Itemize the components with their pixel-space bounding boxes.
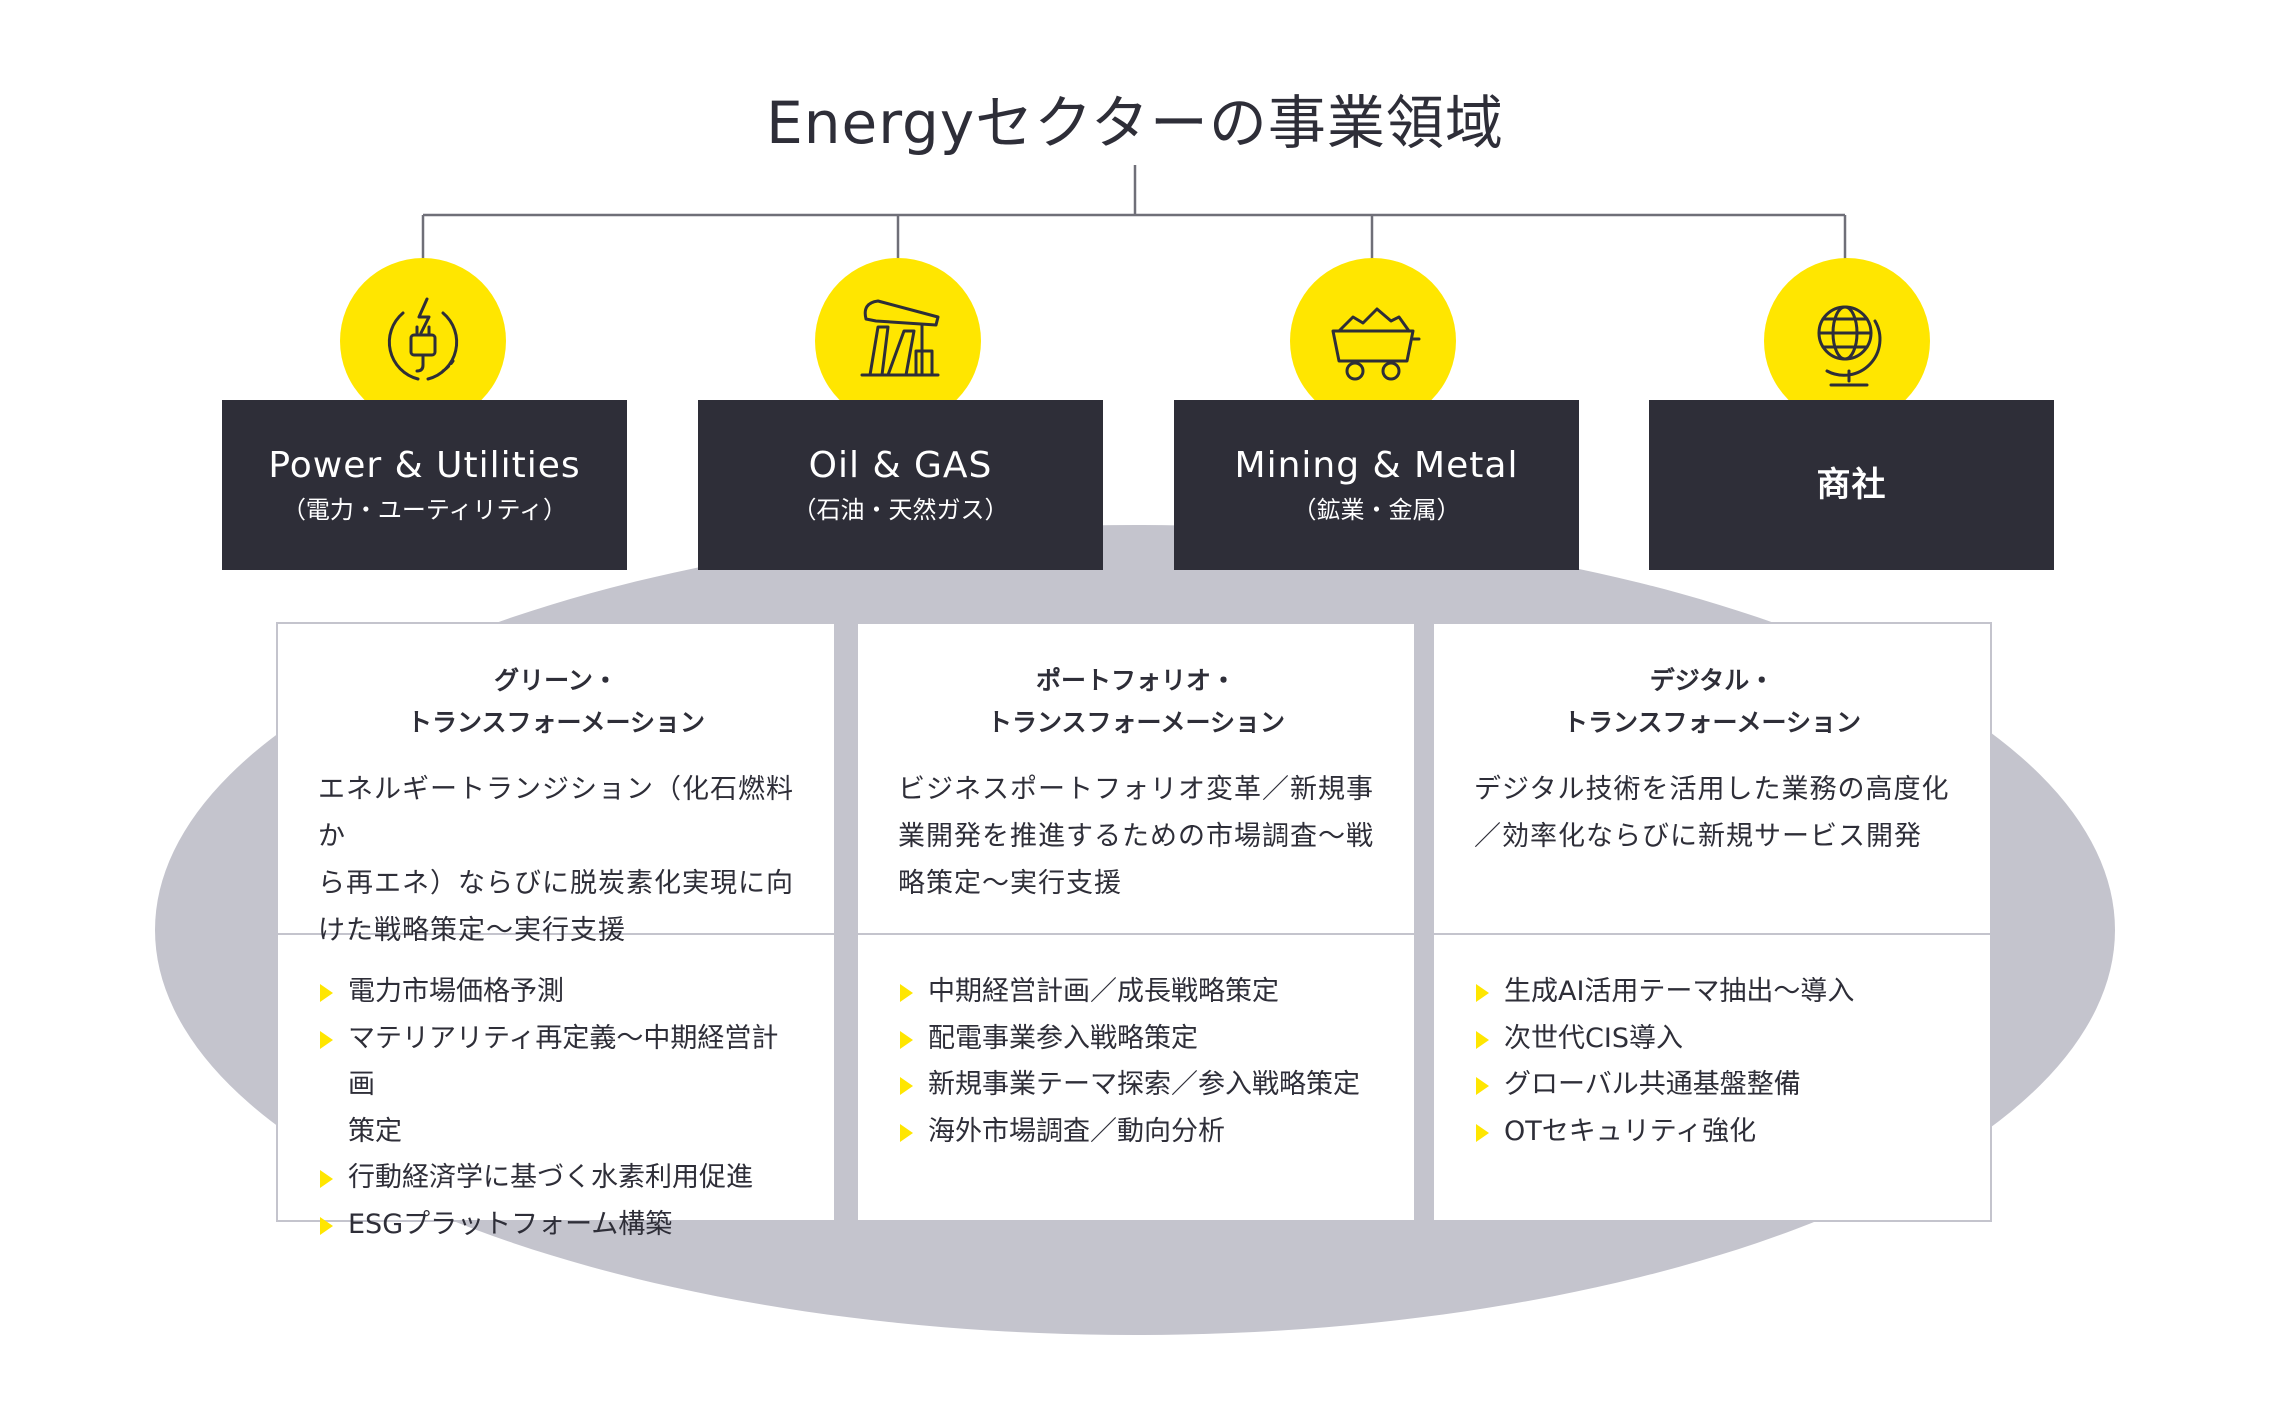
list-item: OTセキュリティ強化 [1474,1109,1950,1156]
list-item: マテリアリティ再定義～中期経営計画 [318,1016,794,1109]
bullet-triangle-icon [1476,1123,1489,1142]
list-item-text: 生成AI活用テーマ抽出～導入 [1504,976,1855,1007]
sector-subtitle: （石油・天然ガス） [792,496,1009,524]
card-item-list: 生成AI活用テーマ抽出～導入 次世代CIS導入 グローバル共通基盤整備 OTセキ… [1434,935,1990,1155]
list-item: 配電事業参入戦略策定 [898,1016,1374,1063]
bullet-triangle-icon [900,1030,913,1049]
bullet-triangle-icon [320,1030,333,1049]
description-line: ビジネスポートフォリオ変革／新規事 [898,774,1374,805]
bullet-triangle-icon [320,1170,333,1188]
card-title-line: グリーン・ [494,666,618,695]
list-item-text: 策定 [348,1115,402,1147]
sector-name: Power & Utilities [268,445,581,486]
description-line: ／効率化ならびに新規サービス開発 [1474,821,1922,852]
card-title-line: トランスフォーメーション [986,708,1285,737]
list-item-continuation: 策定 [318,1109,794,1156]
power-plug-icon [387,297,459,381]
list-item-text: マテリアリティ再定義～中期経営計画 [348,1022,779,1101]
card-title: デジタル・ トランスフォーメーション [1474,660,1950,744]
list-item: 中期経営計画／成長戦略策定 [898,969,1374,1016]
sector-trading-company: 商社 [1649,400,2054,570]
bullet-triangle-icon [900,984,913,1002]
card-digital-transformation: デジタル・ トランスフォーメーション デジタル技術を活用した業務の高度化 ／効率… [1432,622,1992,1222]
list-item-text: 海外市場調査／動向分析 [928,1115,1225,1147]
list-item-text: 配電事業参入戦略策定 [928,1022,1198,1054]
sector-icon-circle [1764,258,1930,424]
sector-subtitle: （電力・ユーティリティ） [281,496,568,524]
list-item-text: 中期経営計画／成長戦略策定 [928,976,1279,1007]
description-line: 略策定～実行支援 [898,868,1122,899]
description-line: 業開発を推進するための市場調査～戦 [898,821,1374,852]
list-item-text: OTセキュリティ強化 [1504,1115,1757,1147]
bullet-triangle-icon [320,984,333,1002]
sector-subtitle: （鉱業・金属） [1292,496,1461,524]
list-item: 海外市場調査／動向分析 [898,1109,1374,1156]
card-title: グリーン・ トランスフォーメーション [318,660,794,744]
sector-name: Mining & Metal [1234,445,1519,486]
bullet-triangle-icon [900,1077,913,1095]
list-item: 電力市場価格予測 [318,969,794,1016]
globe-icon [1817,305,1882,387]
list-item: 新規事業テーマ探索／参入戦略策定 [898,1062,1374,1109]
description-line: デジタル技術を活用した業務の高度化 [1474,774,1950,805]
list-item: グローバル共通基盤整備 [1474,1062,1950,1109]
sector-icon-circle [815,258,981,424]
bullet-triangle-icon [1476,984,1489,1002]
card-green-transformation: グリーン・ トランスフォーメーション エネルギートランジション（化石燃料か ら再… [276,622,836,1240]
card-title-line: ポートフォリオ・ [1035,666,1236,695]
oil-pump-icon [860,299,940,377]
list-item: 次世代CIS導入 [1474,1016,1950,1063]
description-line: けた戦略策定～実行支援 [318,915,626,946]
sector-name: 商社 [1816,465,1887,505]
bullet-triangle-icon [1476,1077,1489,1095]
list-item-text: 電力市場価格予測 [348,976,564,1007]
card-description: エネルギートランジション（化石燃料か ら再エネ）ならびに脱炭素化実現に向 けた戦… [318,766,794,954]
card-title-line: トランスフォーメーション [1562,708,1861,737]
bullet-triangle-icon [320,1216,333,1235]
card-description: デジタル技術を活用した業務の高度化 ／効率化ならびに新規サービス開発 [1474,766,1950,860]
description-line: ら再エネ）ならびに脱炭素化実現に向 [318,868,794,899]
list-item-text: グローバル共通基盤整備 [1504,1069,1801,1100]
sector-oil-gas: Oil & GAS （石油・天然ガス） [698,400,1103,570]
sector-icon-circle [340,258,506,424]
card-title-line: トランスフォーメーション [406,708,705,737]
list-item: 行動経済学に基づく水素利用促進 [318,1155,794,1202]
description-line: エネルギートランジション（化石燃料か [318,774,794,852]
list-item-text: 次世代CIS導入 [1504,1022,1683,1054]
list-item-text: 新規事業テーマ探索／参入戦略策定 [928,1069,1360,1100]
card-title: ポートフォリオ・ トランスフォーメーション [898,660,1374,744]
sector-mining-metal: Mining & Metal （鉱業・金属） [1174,400,1579,570]
page-title: Energyセクターの事業領域 [766,89,1504,157]
list-item: ESGプラットフォーム構築 [318,1202,794,1249]
card-item-list: 中期経営計画／成長戦略策定 配電事業参入戦略策定 新規事業テーマ探索／参入戦略策… [858,935,1414,1155]
mine-cart-icon [1331,307,1421,381]
bullet-triangle-icon [1476,1030,1489,1049]
sector-icon-circle [1290,258,1456,424]
card-description: ビジネスポートフォリオ変革／新規事 業開発を推進するための市場調査～戦 略策定～… [898,766,1374,907]
list-item-text: ESGプラットフォーム構築 [348,1208,673,1240]
list-item: 生成AI活用テーマ抽出～導入 [1474,969,1950,1016]
card-portfolio-transformation: ポートフォリオ・ トランスフォーメーション ビジネスポートフォリオ変革／新規事 … [856,622,1416,1222]
card-item-list: 電力市場価格予測 マテリアリティ再定義～中期経営計画 策定 行動経済学に基づく水… [278,935,834,1248]
card-title-line: デジタル・ [1649,666,1775,695]
bullet-triangle-icon [900,1123,913,1142]
list-item-text: 行動経済学に基づく水素利用促進 [348,1162,753,1193]
sector-name: Oil & GAS [808,445,993,486]
tree-connectors [421,165,1847,262]
sector-power-utilities: Power & Utilities （電力・ユーティリティ） [222,400,627,570]
